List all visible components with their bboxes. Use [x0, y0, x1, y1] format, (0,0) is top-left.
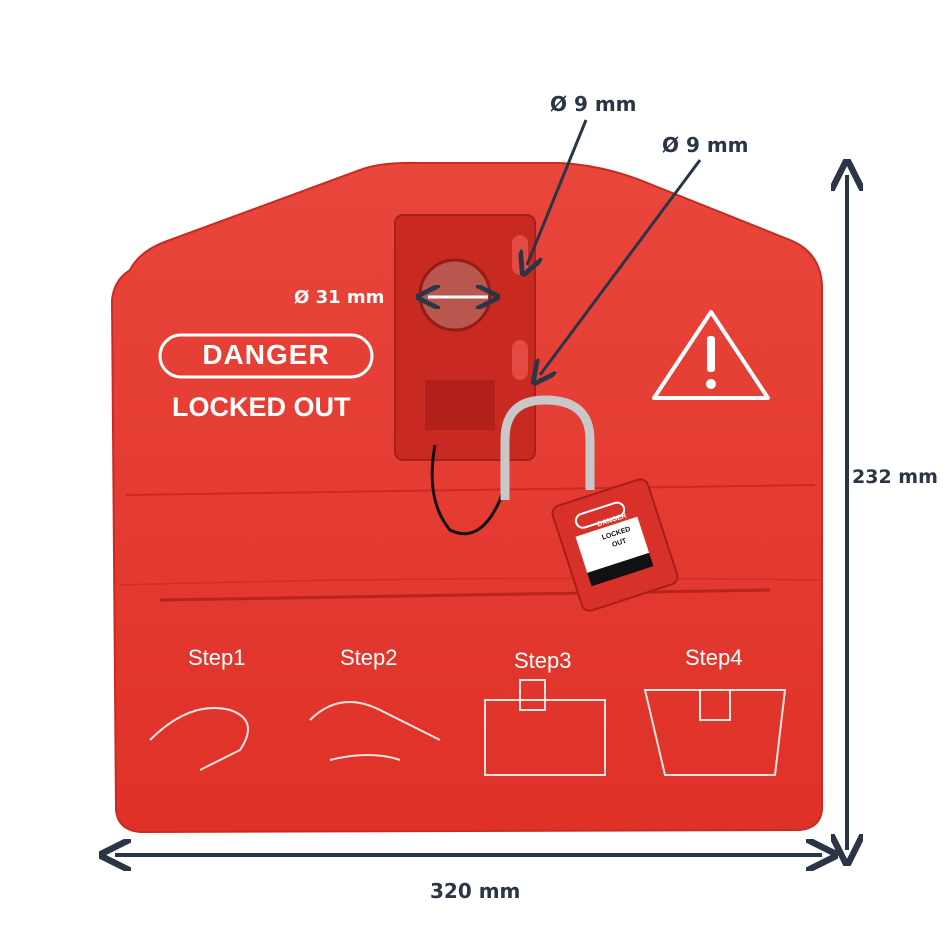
pouch-body	[110, 161, 823, 834]
shackle-hole-bottom-leader	[540, 159, 702, 375]
locked-out-label: LOCKED OUT	[172, 392, 351, 422]
width-label: 320 mm	[430, 879, 521, 903]
step-label-2: Step2	[340, 645, 398, 670]
shackle-hole-top-leader	[527, 119, 588, 265]
pouch-fold	[124, 484, 816, 496]
pocket-seam	[119, 577, 821, 586]
lockout-device	[394, 214, 536, 461]
danger-label: DANGER	[202, 339, 330, 370]
zipper	[159, 588, 771, 602]
danger-label-frame	[158, 333, 374, 379]
step-pictograms	[149, 679, 787, 776]
height-label: 232 mm	[852, 466, 938, 488]
step-label-1: Step1	[188, 645, 246, 670]
shackle-hole-bottom-label: Ø 9 mm	[662, 133, 749, 157]
warning-triangle-icon	[652, 310, 770, 400]
step-label-3: Step3	[514, 648, 572, 673]
padlock	[500, 395, 679, 612]
step-label-4: Step4	[685, 645, 743, 670]
shackle-hole-top-label: Ø 9 mm	[550, 92, 637, 116]
hole-diameter-label: Ø 31 mm	[294, 287, 385, 308]
